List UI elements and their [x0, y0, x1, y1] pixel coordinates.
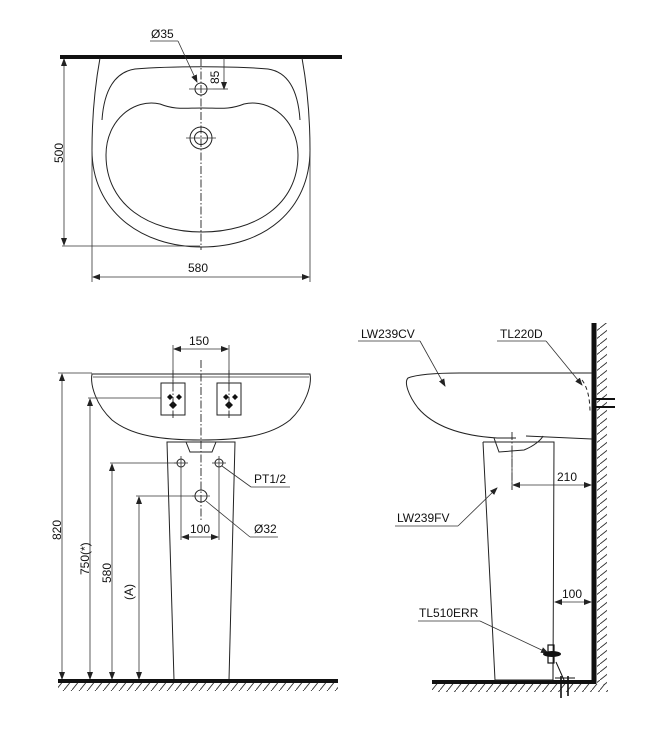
- supply-spacing-label: 100: [190, 522, 210, 536]
- basin-model-label: LW239CV: [361, 327, 415, 341]
- floor-fixing-model-label: TL510ERR: [419, 606, 479, 620]
- top-view: Ø35 85 500 580: [52, 27, 342, 282]
- front-basin: [91, 373, 311, 441]
- wall-hatch: [597, 323, 607, 685]
- floor-fixing-icon: [543, 644, 575, 698]
- tap-hole-diameter-label: Ø35: [151, 27, 174, 41]
- drain-to-wall-label: 210: [557, 470, 577, 484]
- side-view: LW239CV TL220D LW239FV TL510ERR 210 100: [358, 323, 615, 698]
- front-view: 150 PT1/2 100 Ø32 820 750(*) 580 (A): [50, 334, 338, 691]
- basin-bowl: [105, 102, 299, 233]
- waste-height-label: (A): [122, 584, 136, 600]
- rim-height-label: 750(*): [78, 542, 92, 575]
- bracket-dashed: [581, 379, 591, 414]
- supply-height-label: 580: [100, 563, 114, 583]
- bracket-model-label: TL220D: [500, 327, 543, 341]
- depth-label: 500: [52, 143, 66, 163]
- side-pedestal: [482, 441, 555, 681]
- pedestal-to-wall-label: 100: [562, 587, 582, 601]
- floor-hatch-front: [58, 683, 338, 691]
- pedestal: [166, 441, 236, 681]
- width-label: 580: [188, 261, 208, 275]
- tap-offset-label: 85: [208, 70, 222, 84]
- basin-rim: [101, 66, 301, 121]
- tap-spacing-label: 150: [189, 334, 209, 348]
- side-basin: [405, 372, 592, 439]
- waste-diameter-label: Ø32: [254, 522, 277, 536]
- supply-pipe-label: PT1/2: [254, 472, 286, 486]
- total-height-label: 820: [50, 520, 64, 540]
- basin-outline: [91, 57, 311, 248]
- floor-hatch-side: [432, 684, 608, 692]
- pedestal-model-label: LW239FV: [397, 511, 449, 525]
